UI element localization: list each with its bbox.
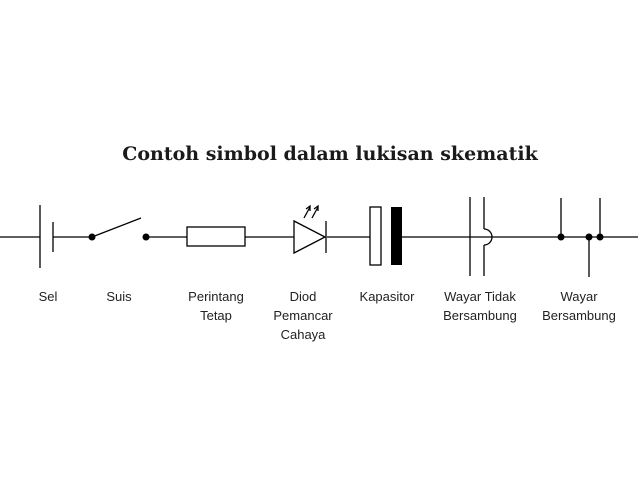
unconnected-wires-symbol	[469, 197, 493, 276]
label-sel: Sel	[38, 289, 58, 304]
label-wayar-bersambung: Wayar Bersambung	[542, 289, 616, 323]
label-perintang-tetap: Perintang Tetap	[188, 289, 244, 323]
label-suis: Suis	[106, 289, 132, 304]
resistor-symbol	[186, 226, 246, 247]
cell-symbol	[39, 205, 54, 268]
led-symbol	[293, 204, 327, 255]
connected-wires-symbol	[557, 198, 604, 277]
capacitor-symbol	[369, 206, 402, 266]
label-wayar-tidak-bersambung: Wayar Tidak Bersambung	[443, 289, 517, 323]
switch-symbol	[88, 217, 150, 241]
slide-title: Contoh simbol dalam lukisan skematik	[122, 143, 538, 165]
label-diod-pemancar-cahaya: Diod Pemancar Cahaya	[273, 289, 333, 342]
label-kapasitor: Kapasitor	[359, 289, 415, 304]
